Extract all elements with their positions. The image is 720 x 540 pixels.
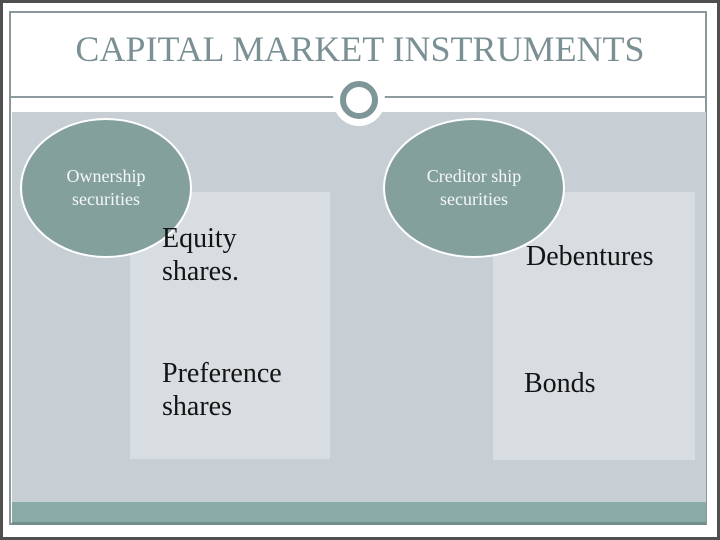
ring-icon (340, 81, 378, 119)
creditor-securities-label: Creditor ship securities (426, 166, 522, 209)
ownership-securities-ellipse: Ownership securities (20, 118, 192, 258)
debentures-text: Debentures (526, 241, 654, 272)
slide-title: CAPITAL MARKET INSTRUMENTS (75, 29, 645, 69)
divider-circle-icon (333, 74, 385, 126)
creditor-securities-ellipse: Creditor ship securities (383, 118, 565, 258)
ownership-securities-label: Ownership securities (66, 166, 146, 209)
footer-band (12, 502, 706, 525)
preference-shares-text: Preference shares (162, 358, 282, 422)
bonds-text: Bonds (524, 368, 596, 399)
equity-shares-text: Equity shares. (162, 223, 239, 287)
